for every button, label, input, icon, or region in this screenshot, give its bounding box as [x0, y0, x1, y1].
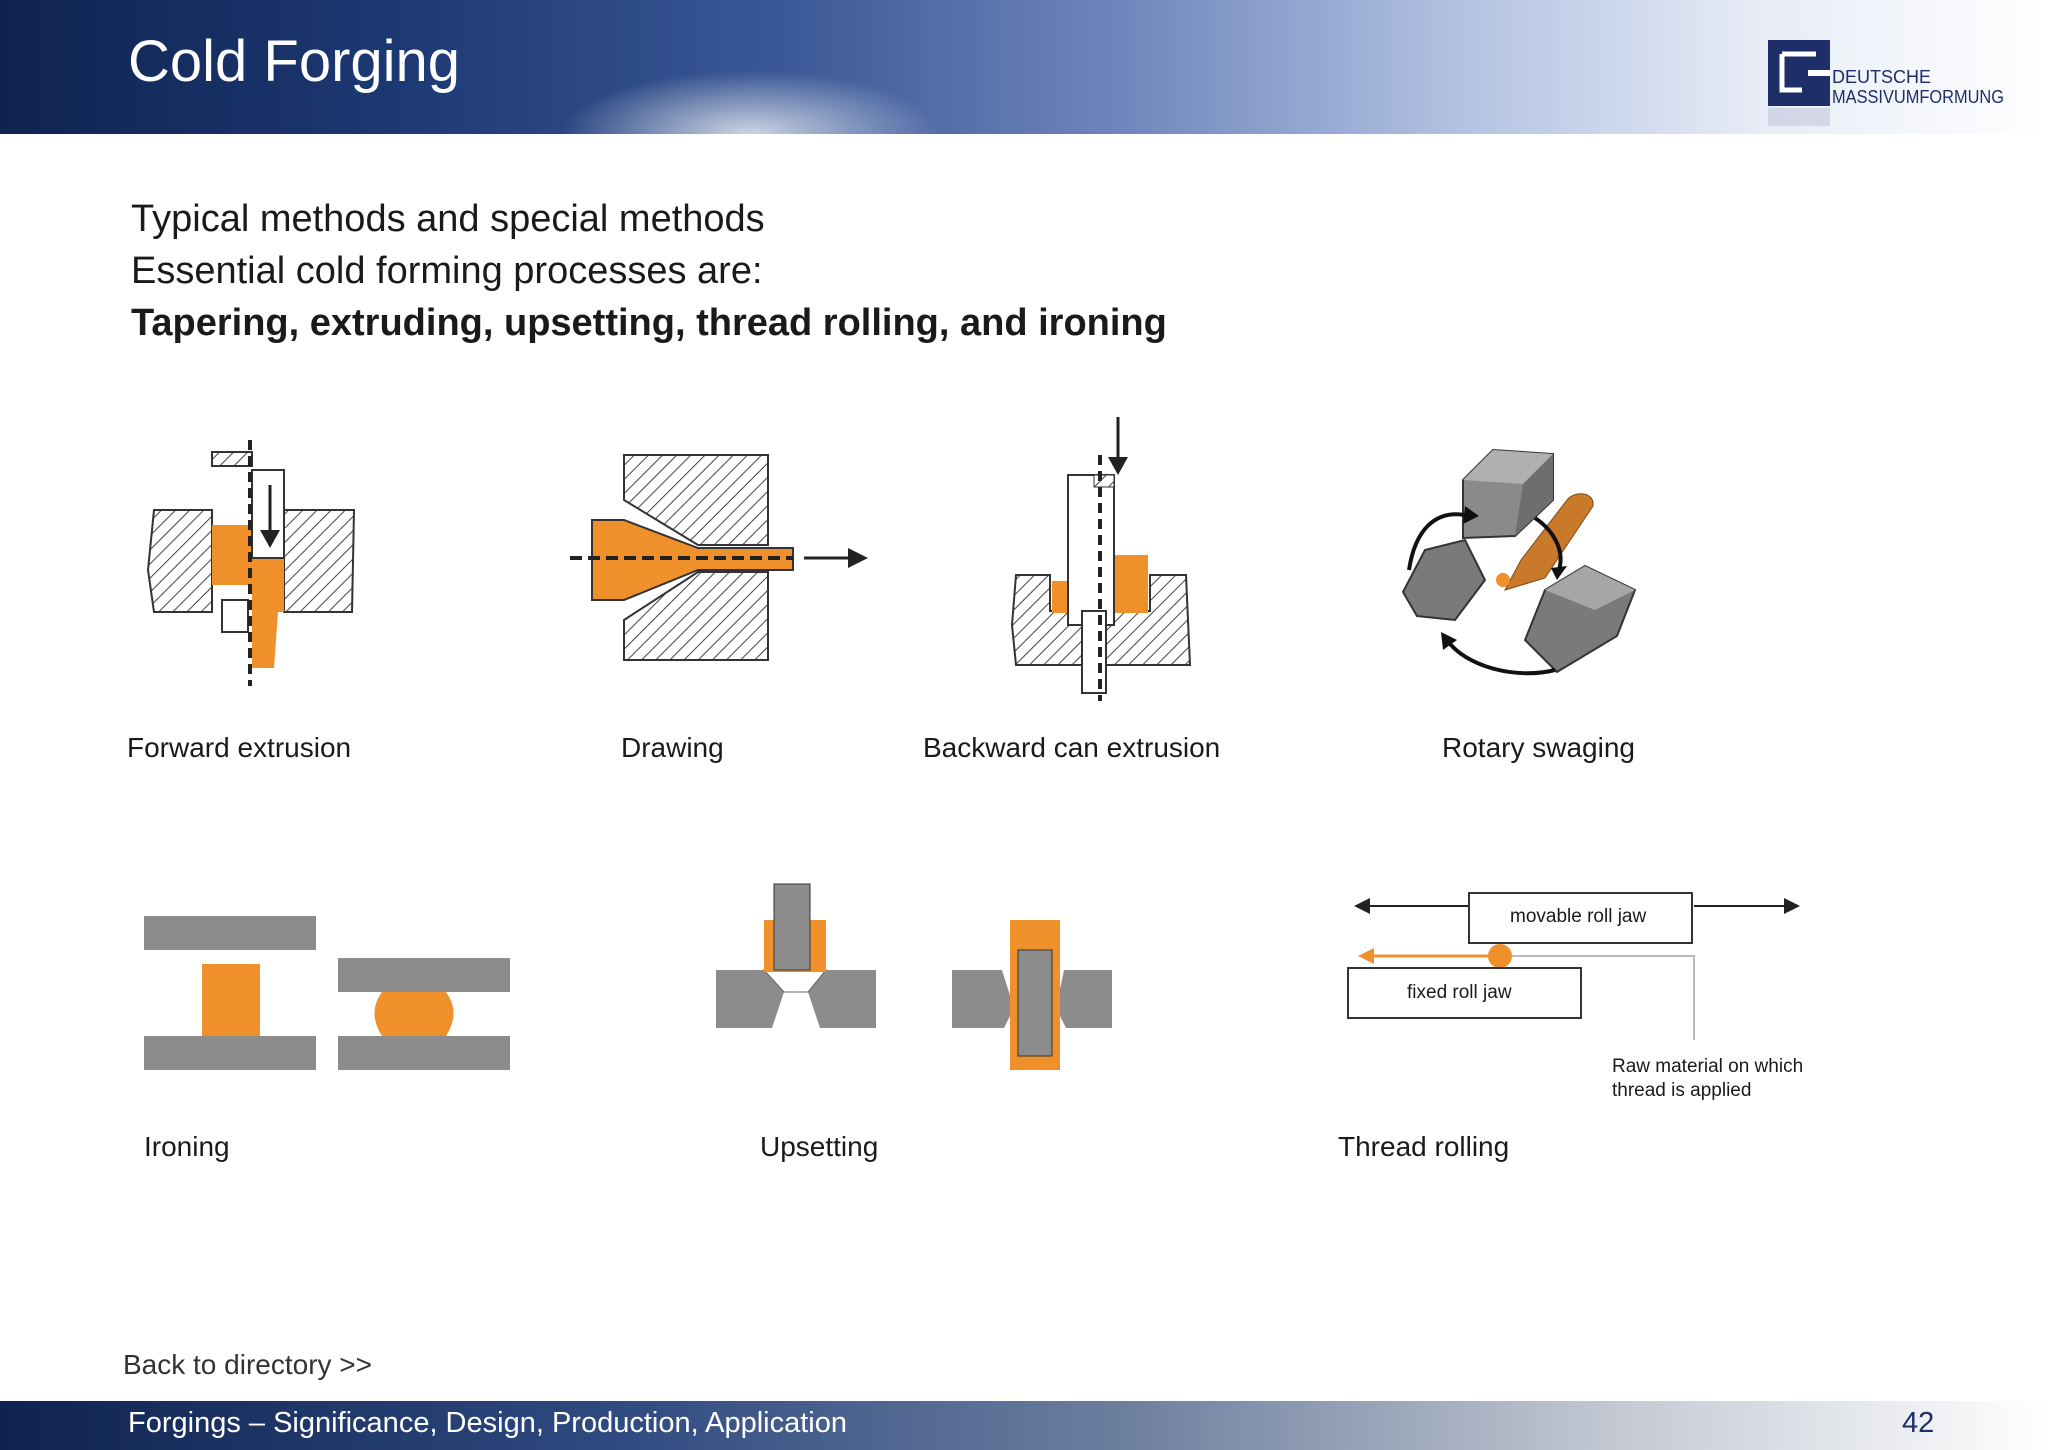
- page-title: Cold Forging: [128, 29, 461, 94]
- logo-text-line2: MASSIVUMFORMUNG: [1832, 87, 2004, 107]
- label-drawing: Drawing: [621, 732, 724, 763]
- upsetting-diagram: [716, 883, 1112, 1070]
- page-number: 42: [1902, 1407, 1935, 1439]
- intro-text: Typical methods and special methods Esse…: [131, 193, 1167, 349]
- rotary-swaging-diagram: [1401, 448, 1637, 676]
- label-backward-can-extrusion: Backward can extrusion: [923, 732, 1221, 763]
- footer-bar: [0, 1401, 2048, 1450]
- intro-line3: Tapering, extruding, upsetting, thread r…: [131, 302, 1167, 344]
- forward-extrusion-diagram: [146, 440, 356, 686]
- label-upsetting: Upsetting: [760, 1131, 879, 1162]
- header-banner: [0, 0, 2048, 134]
- label-forward-extrusion: Forward extrusion: [127, 732, 352, 763]
- backward-can-extrusion-diagram: [1010, 417, 1192, 701]
- label-ironing: Ironing: [144, 1131, 230, 1162]
- footer-text: Forgings – Significance, Design, Product…: [128, 1407, 847, 1439]
- company-logo: DEUTSCHE MASSIVUMFORMUNG: [1768, 40, 2004, 126]
- raw-material-label-line1: Raw material on which: [1612, 1056, 1804, 1077]
- fixed-roll-jaw-label: fixed roll jaw: [1407, 982, 1512, 1003]
- logo-text-line1: DEUTSCHE: [1832, 67, 1931, 87]
- label-thread-rolling: Thread rolling: [1338, 1131, 1510, 1162]
- label-rotary-swaging: Rotary swaging: [1442, 732, 1635, 763]
- drawing-diagram: [570, 454, 868, 661]
- movable-roll-jaw-label: movable roll jaw: [1510, 906, 1647, 927]
- ironing-diagram: [144, 916, 510, 1070]
- thread-rolling-diagram: [1347, 892, 1800, 1040]
- raw-material-label-line2: thread is applied: [1612, 1080, 1752, 1101]
- intro-line1: Typical methods and special methods: [131, 198, 765, 240]
- back-to-directory-link[interactable]: Back to directory >>: [123, 1349, 373, 1380]
- intro-line2: Essential cold forming processes are:: [131, 250, 763, 292]
